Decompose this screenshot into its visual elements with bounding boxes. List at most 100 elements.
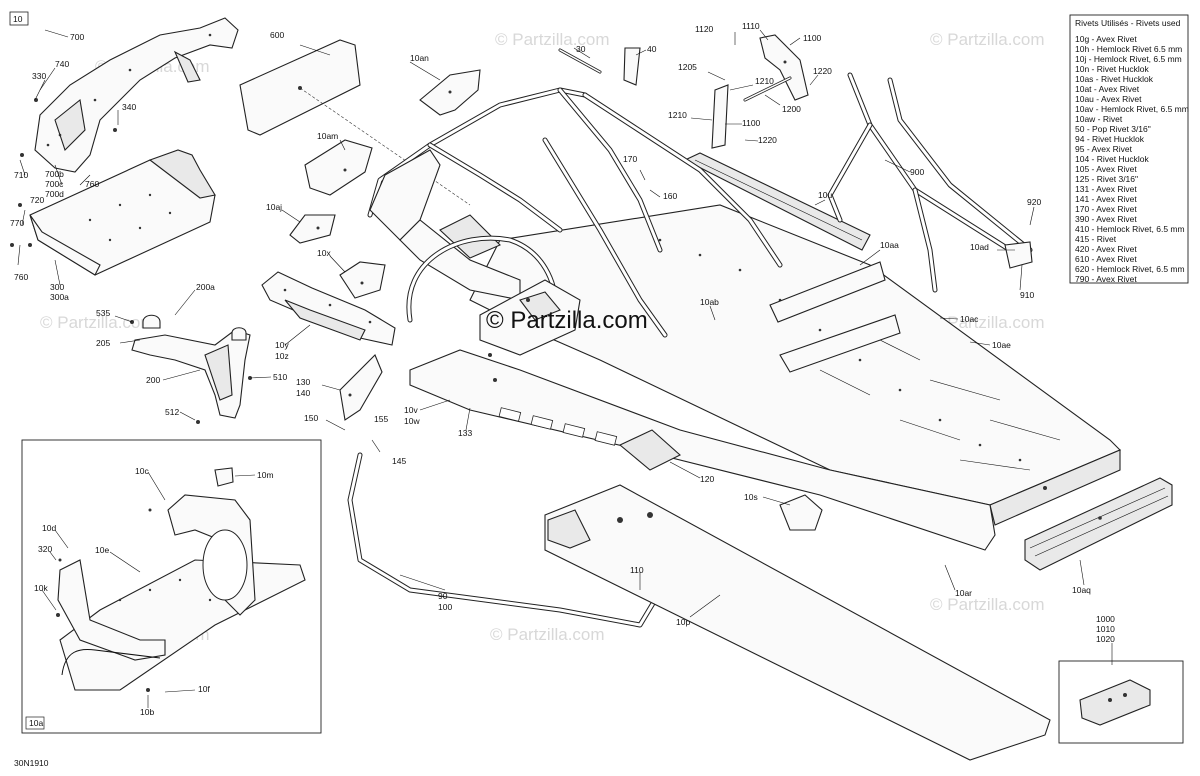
part-label: 10aq — [1072, 585, 1091, 595]
legend-item: 131 - Avex Rivet — [1075, 184, 1137, 194]
part-label: 1200 — [782, 104, 801, 114]
steering-support-200 — [130, 314, 252, 424]
legend-item: 10au - Avex Rivet — [1075, 94, 1142, 104]
part-label: 130 — [296, 377, 310, 387]
part-label: 600 — [270, 30, 284, 40]
part-label: 920 — [1027, 197, 1041, 207]
part-label: 300 — [50, 282, 64, 292]
part-labels: 700 740 330 340 710 700b 700c 700d 720 7… — [10, 21, 1115, 717]
part-label: 90 — [438, 591, 448, 601]
part-label: 140 — [296, 388, 310, 398]
part-label: 10v — [404, 405, 418, 415]
legend-item: 10h - Hemlock Rivet 6.5 mm — [1075, 44, 1182, 54]
legend-item: 790 - Avex Rivet — [1075, 274, 1137, 284]
part-label: 10k — [34, 583, 48, 593]
legend-item: 50 - Pop Rivet 3/16" — [1075, 124, 1151, 134]
part-label: 1020 — [1096, 634, 1115, 644]
part-label: 300a — [50, 292, 69, 302]
part-label: 120 — [700, 474, 714, 484]
part-label: 1220 — [813, 66, 832, 76]
legend-item: 95 - Avex Rivet — [1075, 144, 1133, 154]
bracket-120 — [618, 429, 681, 471]
part-label: 320 — [38, 544, 52, 554]
part-label: 110 — [630, 565, 644, 575]
handle-bar-90 — [347, 452, 658, 628]
detail-1000 — [1058, 660, 1184, 744]
part-label: 10y — [275, 340, 289, 350]
part-label: 1000 — [1096, 614, 1115, 624]
rod-30 — [558, 48, 602, 74]
part-label: 10am — [317, 131, 338, 141]
part-label: 10aj — [266, 202, 282, 212]
part-label: 1220 — [758, 135, 777, 145]
part-label: 10z — [275, 351, 289, 361]
legend-title: Rivets Utilisés - Rivets used — [1075, 18, 1181, 28]
part-label: 10w — [404, 416, 420, 426]
part-label: 200a — [196, 282, 215, 292]
part-label: 200 — [146, 375, 160, 385]
part-label: 40 — [647, 44, 657, 54]
main-chassis — [367, 87, 1173, 571]
watermark: © Partzilla.com — [930, 313, 1045, 332]
part-label: 1010 — [1096, 624, 1115, 634]
bracket-10an — [419, 69, 481, 116]
bracket-1110 — [759, 34, 809, 101]
legend-item: 610 - Avex Rivet — [1075, 254, 1137, 264]
legend-item: 94 - Rivet Hucklok — [1075, 134, 1145, 144]
part-label: 10d — [42, 523, 56, 533]
bracket-10aj — [289, 214, 336, 244]
legend-box — [1069, 14, 1189, 284]
part-label: 10ad — [970, 242, 989, 252]
skid-plate-300 — [10, 149, 216, 276]
part-label: 700b — [45, 169, 64, 179]
legend-item: 10j - Hemlock Rivet, 6.5 mm — [1075, 54, 1182, 64]
part-label: 1110 — [742, 21, 760, 31]
part-label: 720 — [30, 195, 44, 205]
part-label: 330 — [32, 71, 46, 81]
bracket-10am — [304, 139, 373, 196]
part-label: 10p — [676, 617, 690, 627]
tunnel-flap-10p — [544, 484, 1051, 761]
part-label: 10ac — [960, 314, 979, 324]
part-label: 1120 — [695, 24, 714, 34]
legend-item: 10aw - Rivet — [1075, 114, 1123, 124]
rivet-legend: Rivets Utilisés - Rivets used 10g - Avex… — [1069, 14, 1189, 284]
part-label: 100 — [438, 602, 452, 612]
part-label: 145 — [392, 456, 406, 466]
legend-item: 10as - Rivet Hucklok — [1075, 74, 1154, 84]
legend-item: 620 - Hemlock Rivet, 6.5 mm — [1075, 264, 1185, 274]
legend-item: 415 - Rivet — [1075, 234, 1117, 244]
part-label: 10aa — [880, 240, 899, 250]
part-label: 10ar — [955, 588, 972, 598]
support-900 — [827, 72, 1033, 293]
watermark: © Partzilla.com — [40, 313, 155, 332]
inset-frame — [21, 439, 322, 734]
part-label: 760 — [85, 179, 99, 189]
part-label: 170 — [623, 154, 637, 164]
legend-item: 420 - Avex Rivet — [1075, 244, 1137, 254]
part-label: 155 — [374, 414, 388, 424]
watermark-center: © Partzilla.com — [486, 307, 648, 334]
watermark: © Partzilla.com — [495, 30, 610, 49]
watermark: © Partzilla.com — [490, 625, 605, 644]
legend-item: 104 - Rivet Hucklok — [1075, 154, 1149, 164]
bracket-10s — [779, 494, 823, 531]
part-label: 205 — [96, 338, 110, 348]
part-label: 510 — [273, 372, 287, 382]
part-label: 910 — [1020, 290, 1034, 300]
legend-item: 125 - Rivet 3/16" — [1075, 174, 1138, 184]
part-label: 740 — [55, 59, 69, 69]
legend-item: 141 - Avex Rivet — [1075, 194, 1137, 204]
part-label: 1100 — [803, 33, 822, 43]
panel-600 — [239, 39, 471, 206]
part-label: 1205 — [678, 62, 697, 72]
legend-item: 105 - Avex Rivet — [1075, 164, 1137, 174]
legend-item: 10n - Rivet Hucklok — [1075, 64, 1149, 74]
part-label: 700c — [45, 179, 64, 189]
inset-front-frame — [56, 467, 306, 692]
part-label: 760 — [14, 272, 28, 282]
drawing-code: 30N1910 — [14, 758, 49, 768]
legend-item: 170 - Avex Rivet — [1075, 204, 1137, 214]
part-label: 1210 — [668, 110, 687, 120]
